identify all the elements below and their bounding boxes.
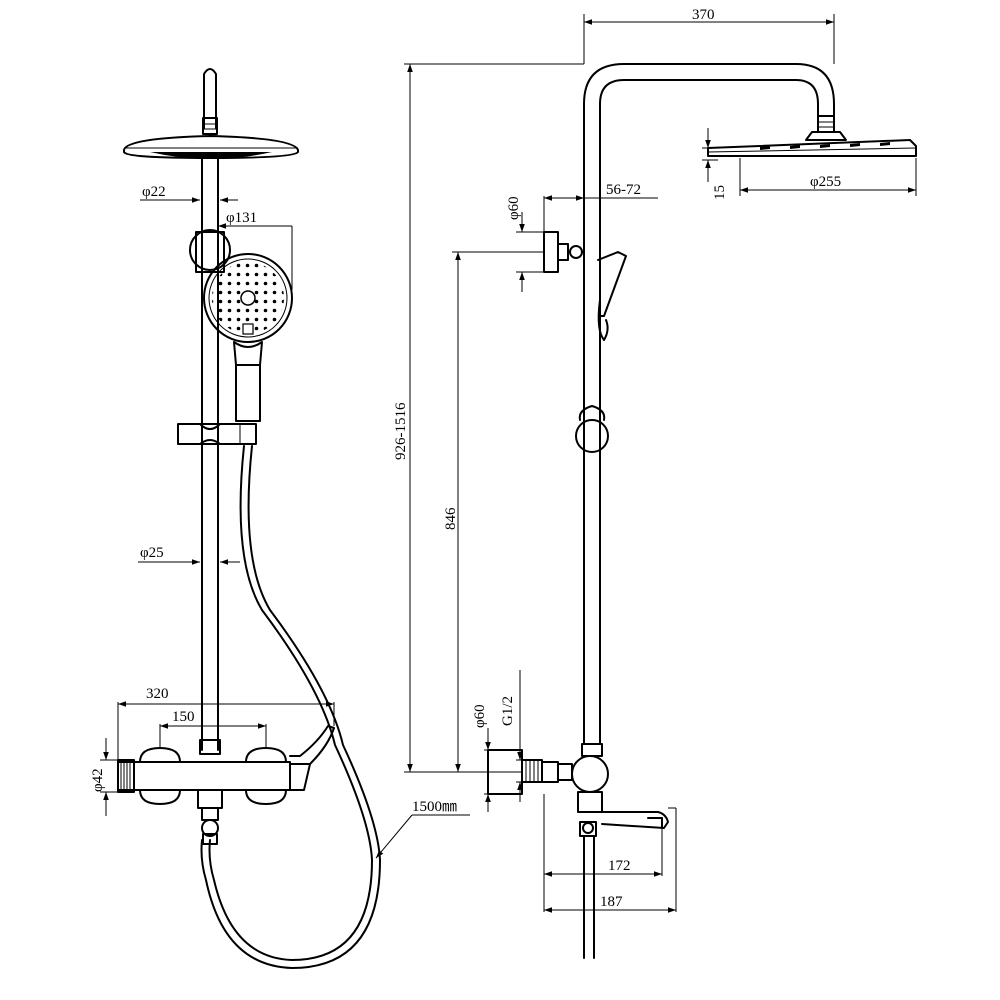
dim-label-hose-length: 1500㎜ bbox=[412, 799, 457, 815]
mixer-valve bbox=[117, 725, 335, 845]
dim-spout-172: 172 bbox=[543, 794, 663, 912]
side-mixer bbox=[487, 743, 669, 959]
dim-label-total-height: 926-1516 bbox=[393, 402, 409, 460]
dim-label-hand-shower: φ131 bbox=[226, 210, 257, 226]
dim-head-thickness: 15 bbox=[702, 128, 728, 200]
dim-wall-distance: 56-72 bbox=[543, 182, 658, 232]
riser-pipe bbox=[199, 157, 221, 755]
dim-label-inlet-centers: 150 bbox=[172, 709, 195, 725]
hand-shower bbox=[203, 253, 293, 422]
dim-hose-length: 1500㎜ bbox=[375, 799, 470, 859]
side-inlet-thread bbox=[525, 760, 539, 782]
dim-label-head-diameter: φ255 bbox=[810, 174, 841, 190]
dim-label-thread: G1/2 bbox=[500, 696, 516, 726]
front-view: φ22 φ131 φ25 320 150 φ bbox=[90, 68, 470, 969]
dim-spout-187: 187 bbox=[544, 807, 677, 913]
side-hand-shower bbox=[575, 405, 609, 453]
dim-hand-shower: φ131 bbox=[218, 210, 293, 290]
dim-label-arm-reach: 370 bbox=[692, 7, 715, 23]
inlet-thread bbox=[120, 762, 131, 790]
top-arm-pipe bbox=[202, 68, 218, 135]
dim-riser-pipe: φ25 bbox=[138, 545, 240, 565]
dim-inlet-diameter: φ42 bbox=[90, 738, 118, 816]
dim-label-spout-172: 172 bbox=[608, 858, 631, 874]
dim-thread: G1/2 bbox=[500, 670, 523, 802]
dim-head-diameter: φ255 bbox=[739, 158, 917, 196]
dim-mixer-width: 320 bbox=[117, 686, 335, 760]
dim-label-escutcheon-diameter: φ60 bbox=[472, 704, 488, 728]
dim-bracket-to-inlet: 846 bbox=[443, 251, 544, 772]
dim-label-bracket-to-inlet: 846 bbox=[443, 507, 459, 530]
side-view: 370 φ255 15 φ60 56-72 bbox=[393, 7, 917, 959]
dim-label-inlet-diameter: φ42 bbox=[90, 768, 106, 792]
dim-top-inlet: φ22 bbox=[140, 184, 238, 203]
dim-label-riser-pipe: φ25 bbox=[140, 545, 164, 561]
dim-total-height: 926-1516 bbox=[393, 63, 584, 773]
dim-label-mixer-width: 320 bbox=[146, 686, 169, 702]
dim-label-bracket-diameter: φ60 bbox=[506, 196, 522, 220]
dim-label-head-thickness: 15 bbox=[712, 185, 728, 200]
slider-holder bbox=[177, 423, 257, 445]
dim-inlet-centers: 150 bbox=[159, 709, 267, 748]
hand-shower-bracket bbox=[189, 229, 231, 273]
overhead-shower-head bbox=[123, 135, 299, 159]
side-riser-pipe bbox=[583, 63, 847, 745]
dim-escutcheon-diameter: φ60 bbox=[472, 704, 491, 812]
side-shower-head bbox=[707, 139, 917, 157]
dim-arm-reach: 370 bbox=[583, 7, 835, 64]
dim-label-top-inlet: φ22 bbox=[142, 184, 166, 200]
dim-bracket-diameter: φ60 bbox=[506, 196, 544, 292]
dim-label-wall-distance: 56-72 bbox=[606, 182, 641, 198]
shower-hose bbox=[200, 445, 381, 969]
dim-label-spout-187: 187 bbox=[600, 894, 623, 910]
